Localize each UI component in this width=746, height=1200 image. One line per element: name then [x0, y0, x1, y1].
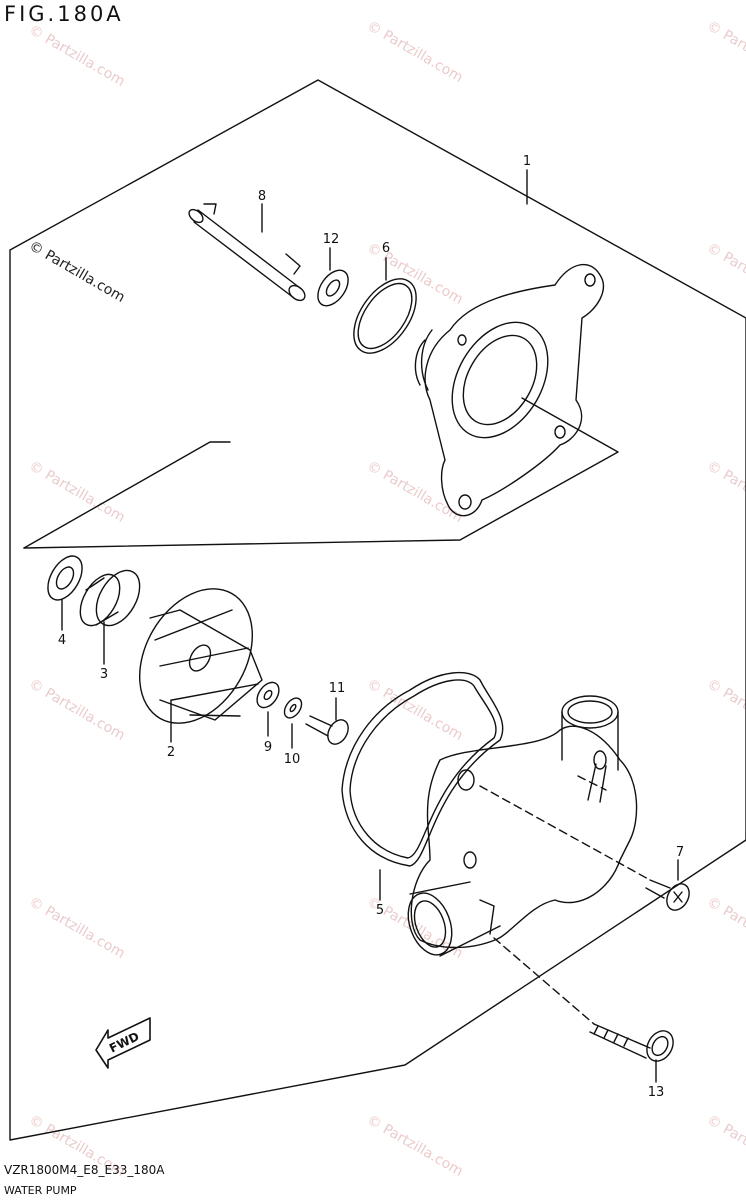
- assembly-guide-line: [493, 937, 595, 1025]
- washer-part-12: [317, 269, 349, 307]
- pump-body-part: [407, 695, 638, 957]
- callout-number: 10: [284, 752, 301, 767]
- assembly-guide-line: [577, 775, 607, 791]
- footer-figure-code: VZR1800M4_E8_E33_180A: [4, 1163, 165, 1177]
- callout-number: 8: [258, 189, 266, 204]
- assembly-guide-line: [479, 785, 651, 881]
- impeller-part-2: [138, 588, 263, 724]
- fwd-arrow-icon: FWD: [95, 1017, 151, 1069]
- seal-part-4: [47, 555, 83, 601]
- footer-figure-name: WATER PUMP: [4, 1184, 77, 1197]
- callout-number: 6: [382, 241, 390, 256]
- callout-number: 2: [167, 745, 175, 760]
- mechanical-seal-part-3: [79, 569, 141, 627]
- washer-part-9: [256, 681, 280, 709]
- bolt-part-11: [305, 715, 349, 745]
- bolt-part-7: [645, 879, 690, 911]
- callout-number: 5: [376, 903, 384, 918]
- figure-title: FIG.180A: [4, 2, 124, 26]
- washer-part-10: [283, 697, 303, 719]
- callout-number: 9: [264, 740, 272, 755]
- gasket-part-5: [341, 671, 504, 867]
- subassembly-bracket: [23, 441, 231, 549]
- assembly-outline: [9, 79, 746, 1141]
- callout-number: 7: [676, 845, 684, 860]
- callout-number: 1: [523, 154, 531, 169]
- callout-number: 11: [329, 681, 346, 696]
- subassembly-bracket: [23, 397, 619, 549]
- o-ring-part-6: [353, 278, 417, 354]
- pump-cover-part: [414, 263, 605, 517]
- callout-number: 13: [648, 1085, 665, 1100]
- callout-number: 4: [58, 633, 66, 648]
- callout-number: 12: [323, 232, 340, 247]
- callout-number: 3: [100, 667, 108, 682]
- bolt-part-13: [589, 1023, 674, 1062]
- shaft-part: [188, 203, 306, 302]
